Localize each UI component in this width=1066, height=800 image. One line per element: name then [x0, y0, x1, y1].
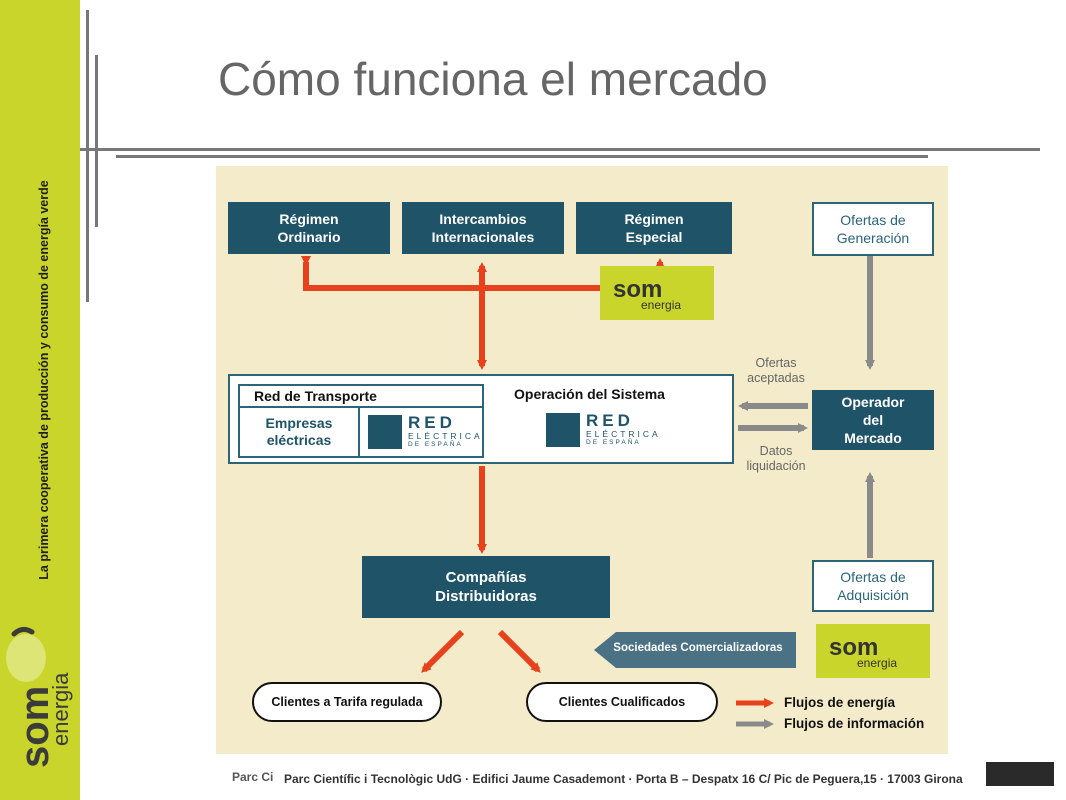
operacion-sistema-label: Operación del Sistema — [514, 386, 665, 402]
svg-text:som: som — [829, 634, 878, 661]
footer-short-label: Parc Ci — [232, 770, 274, 784]
box-regimen-especial: Régimen Especial — [576, 202, 732, 254]
label-datos-liquidacion: Datos liquidación — [746, 444, 806, 473]
som-energia-logo-icon: som energia — [613, 276, 681, 312]
decor-vertical-rule-2 — [95, 55, 98, 227]
page-title: Cómo funciona el mercado — [218, 53, 768, 105]
energy-flow-to-tarifa — [421, 629, 465, 673]
svg-text:som: som — [613, 276, 662, 303]
energy-flow-to-cualificados — [497, 629, 541, 673]
red-electrica-logo-right: RED ELÉCTRICA DE ESPAÑA — [546, 412, 661, 447]
box-clientes-cualificados: Clientes Cualificados — [526, 682, 718, 722]
box-empresas-electricas: Empresas eléctricas — [240, 408, 360, 456]
label-ofertas-aceptadas: Ofertas aceptadas — [747, 356, 805, 385]
som-energia-logo-icon: som energia — [829, 634, 897, 670]
decor-horizontal-rule-1 — [80, 148, 1040, 151]
svg-text:energia: energia — [48, 672, 73, 746]
red-electrica-logo-left: RED ELÉCTRICA DE ESPAÑA — [368, 414, 483, 449]
svg-text:som: som — [13, 686, 57, 768]
box-ofertas-adquisicion: Ofertas de Adquisición — [812, 560, 934, 612]
footer-logo-icon — [986, 762, 1054, 786]
som-energia-logo-icon: som energia — [6, 626, 73, 768]
som-badge-bottom: som energia — [816, 624, 930, 678]
decor-horizontal-rule-2 — [116, 155, 928, 158]
label-sociedades-comercializadoras: Sociedades Comercializadoras — [613, 642, 783, 654]
legend-info-label: Flujos de información — [784, 716, 925, 731]
sidebar: La primera cooperativa de producción y c… — [0, 0, 80, 800]
svg-text:energia: energia — [857, 656, 897, 670]
red-transporte-label: Red de Transporte — [240, 386, 482, 408]
box-clientes-tarifa-regulada: Clientes a Tarifa regulada — [252, 682, 442, 722]
box-companias-distribuidoras: Compañías Distribuidoras — [362, 556, 610, 618]
system-box: Red de Transporte Empresas eléctricas RE… — [228, 374, 734, 464]
box-intercambios-internacionales: Intercambios Internacionales — [402, 202, 564, 254]
red-transporte-panel: Red de Transporte Empresas eléctricas RE… — [238, 384, 484, 458]
box-operador-mercado: Operador del Mercado — [812, 390, 934, 450]
red-electrica-mark-icon — [546, 412, 580, 447]
sociedades-arrow-shape — [594, 632, 796, 668]
decor-vertical-rule-1 — [86, 10, 89, 302]
red-electrica-mark-icon — [368, 414, 402, 449]
svg-text:energia: energia — [641, 298, 681, 312]
box-ofertas-generacion: Ofertas de Generación — [812, 202, 934, 256]
som-badge-top: som energia — [600, 266, 714, 320]
box-regimen-ordinario: Régimen Ordinario — [228, 202, 390, 254]
legend-energy-label: Flujos de energía — [784, 695, 896, 710]
footer-address: Parc Científic i Tecnològic UdG · Edific… — [284, 772, 963, 786]
